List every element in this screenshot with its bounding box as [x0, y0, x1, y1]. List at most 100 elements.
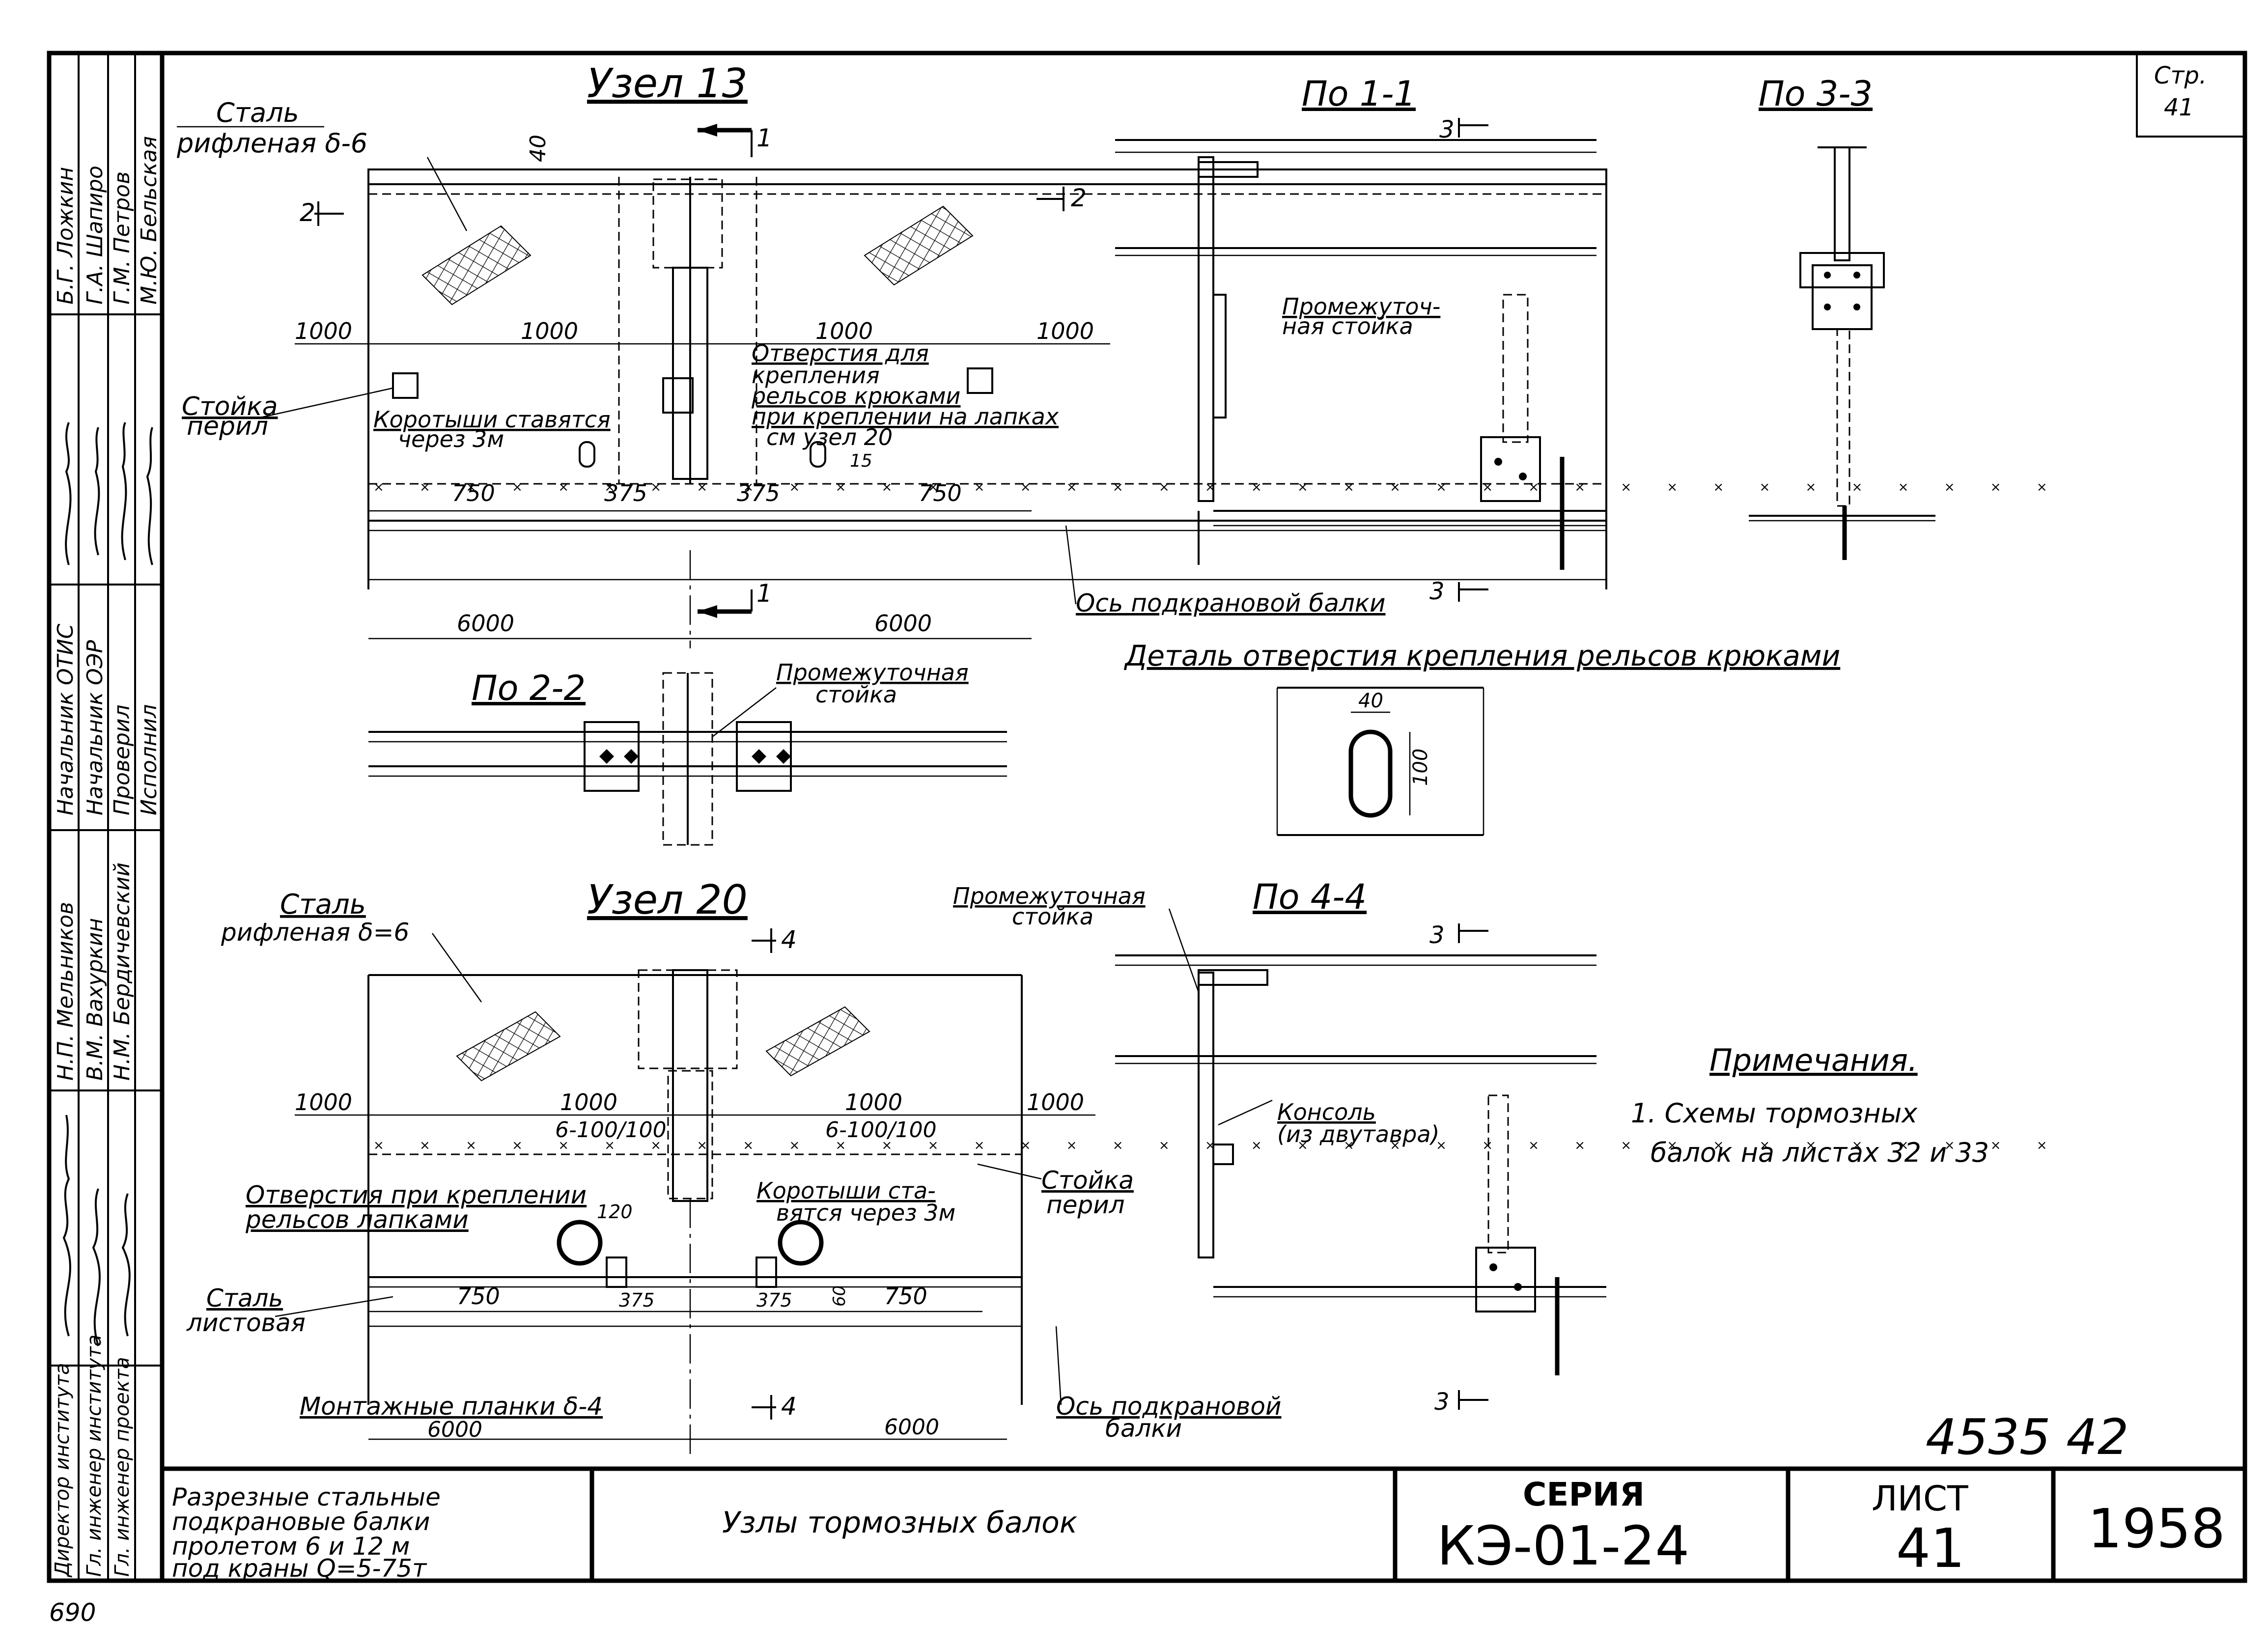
n13-d750a: 750 — [452, 480, 495, 506]
node-13-sec2-right: 2 — [1071, 184, 1087, 212]
section-3-3-drawing: По 3-3 — [1749, 74, 1935, 560]
node-13-sec2-left: 2 — [300, 198, 315, 227]
name-7: Н.М. Бердичевский — [110, 863, 135, 1081]
n20-d6000a: 6000 — [427, 1417, 482, 1442]
signature-marks — [62, 422, 153, 1346]
n13-holes-2: крепления — [752, 362, 880, 389]
n20-steel-2: рифленая δ=6 — [221, 918, 409, 947]
n20-d6000b: 6000 — [884, 1415, 939, 1440]
n13-d1000a: 1000 — [295, 318, 352, 344]
n20-d375b: 375 — [756, 1289, 792, 1311]
title-desc-4: под краны Q=5-75т — [172, 1554, 427, 1583]
n13-d6000b: 6000 — [874, 610, 932, 637]
side-stamp-texts: Начальник ОТИС Начальник ОЭР Проверил Ис… — [51, 136, 162, 1578]
n20-pitch-a: 6-100/100 — [555, 1117, 667, 1143]
node-20-title: Узел 20 — [587, 877, 748, 923]
sheet-frame — [47, 51, 2247, 1583]
n20-pitch-b: 6-100/100 — [825, 1117, 937, 1143]
n13-stub-1: Коротыши ставятся — [373, 406, 611, 433]
notes-line-1: 1. Схемы тормозных — [1631, 1098, 1918, 1129]
section-4-4-drawing: По 4-4 Промежуточная стойка 3 Консоль (и… — [953, 877, 1606, 1443]
title-desc-2: подкрановые балки — [172, 1507, 430, 1536]
sec44-mark-bottom: 3 — [1434, 1388, 1450, 1416]
n20-stub-1: Коротыши ста- — [756, 1177, 936, 1204]
title-desc-1: Разрезные стальные — [172, 1483, 441, 1511]
role-4: Исполнил — [137, 704, 162, 815]
page-number: 690 — [49, 1598, 96, 1627]
n20-sec4-bottom: 4 — [781, 1392, 797, 1421]
sec44-mark-top: 3 — [1429, 921, 1445, 949]
sec44-axis-2: балки — [1105, 1414, 1182, 1443]
n20-d1000a: 1000 — [295, 1089, 352, 1116]
name-2: Г.А. Шапиро — [83, 166, 108, 305]
page-ref-label: Стр. — [2154, 62, 2207, 89]
n20-d375a: 375 — [619, 1289, 655, 1311]
n20-holes-1: Отверстия при креплении — [246, 1181, 587, 1209]
n13-stub-2: через 3м — [398, 426, 504, 452]
role-6: Гл. инженер института — [83, 1335, 106, 1577]
n13-post-2: перил — [187, 412, 268, 441]
name-4: М.Ю. Бельская — [137, 136, 162, 305]
sec22-title: По 2-2 — [472, 668, 586, 708]
n13-holes-5: см узел 20 — [766, 424, 893, 450]
node-13-sec1: 1 — [756, 124, 772, 152]
n13-holes-1: Отверстия для — [752, 340, 929, 366]
svg-text:1: 1 — [756, 579, 772, 608]
n20-steel-1: Сталь — [280, 889, 366, 921]
n13-d6000a: 6000 — [457, 610, 514, 637]
sec44-title: По 4-4 — [1253, 877, 1367, 917]
name-5: Н.П. Мельников — [53, 902, 78, 1081]
hole-detail-drawing: Деталь отверстия крепления рельсов крюка… — [1123, 639, 1840, 836]
node-13-title: Узел 13 — [587, 60, 748, 107]
n20-sheet-2: листовая — [186, 1309, 306, 1337]
sec33-title: По 3-3 — [1759, 74, 1873, 114]
side-stamp-grid — [49, 53, 162, 1581]
n20-d1000b: 1000 — [560, 1089, 617, 1116]
sec44-console-1: Консоль — [1277, 1099, 1376, 1125]
name-1: Б.Г. Ложкин — [53, 167, 78, 305]
n13-d375b: 375 — [737, 480, 780, 506]
n20-post-1: Стойка — [1041, 1166, 1134, 1195]
inventory-number: 4535 42 — [1926, 1408, 2129, 1466]
n20-mount: Монтажные планки δ-4 — [300, 1392, 603, 1421]
sec11-mark-top: 3 — [1439, 116, 1455, 143]
n20-d60: 60 — [830, 1285, 849, 1307]
title-desc-3: пролетом 6 и 12 м — [172, 1532, 410, 1561]
detail-d100: 100 — [1409, 749, 1432, 786]
detail-d40: 40 — [1358, 690, 1383, 712]
n20-post-2: перил — [1046, 1191, 1125, 1219]
node-13-dim-40: 40 — [526, 135, 551, 162]
role-3: Проверил — [110, 704, 135, 815]
node-20-drawing: Узел 20 Сталь рифленая δ=6 4 × × × × × ×… — [186, 877, 2063, 1454]
svg-text:× × × × × × × × × × × × × × ×: × × × × × × × × × × × × × × × × × × × × … — [373, 480, 2063, 495]
sec11-post-2: ная стойка — [1282, 313, 1413, 339]
year: 1958 — [2088, 1497, 2225, 1560]
notes-line-2: балок на листах 32 и 33 — [1651, 1137, 1989, 1168]
sec44-console-2: (из двутавра) — [1277, 1121, 1440, 1147]
sec22-post-1: Промежуточная — [776, 659, 969, 686]
svg-text:× × × × × × × × × × × × × × ×: × × × × × × × × × × × × × × × × × × × × … — [373, 1138, 2063, 1153]
name-6: В.М. Вахуркин — [83, 918, 108, 1081]
n20-d750b: 750 — [884, 1283, 927, 1310]
n20-sheet-1: Сталь — [206, 1284, 283, 1312]
sec44-post-2: стойка — [1012, 903, 1093, 930]
n20-stub-2: вятся через 3м — [776, 1200, 955, 1226]
notes-block: Примечания. 1. Схемы тормозных балок на … — [1631, 1042, 1989, 1168]
name-3: Г.М. Петров — [110, 171, 135, 305]
drawing-name: Узлы тормозных балок — [722, 1506, 1077, 1540]
n13-d1000d: 1000 — [1036, 318, 1094, 344]
sec44-post-1: Промежуточная — [953, 883, 1146, 909]
sheet-number: 41 — [1896, 1517, 1965, 1580]
section-2-2-drawing: По 2-2 Промежуточная стойка — [368, 659, 1007, 846]
n20-d1000d: 1000 — [1027, 1089, 1084, 1116]
n13-d1000c: 1000 — [815, 318, 873, 344]
n13-d1000b: 1000 — [521, 318, 578, 344]
notes-title: Примечания. — [1709, 1042, 1918, 1078]
role-2: Начальник ОЭР — [83, 640, 108, 815]
n20-holes-2: рельсов лапками — [245, 1205, 469, 1234]
role-7: Гл. инженер проекта — [111, 1357, 134, 1577]
series-code: КЭ-01-24 — [1437, 1514, 1689, 1577]
sec11-axis-label: Ось подкрановой балки — [1076, 589, 1386, 617]
n20-d120: 120 — [597, 1201, 633, 1223]
